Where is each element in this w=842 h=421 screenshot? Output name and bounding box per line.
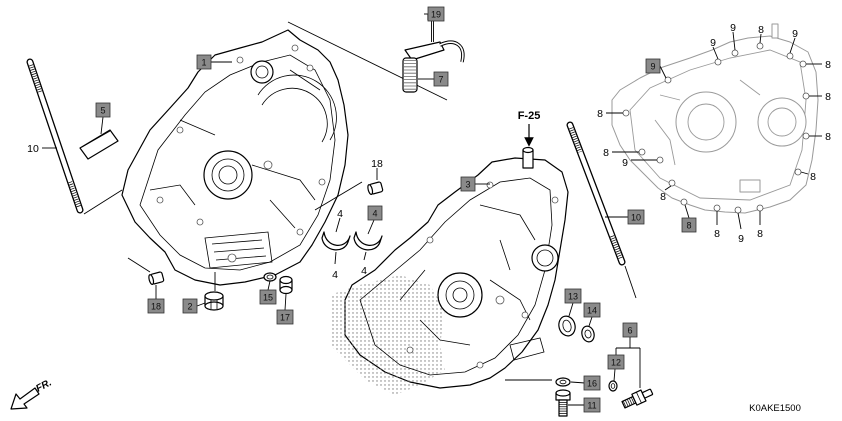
callout-box-10: 10 xyxy=(627,209,645,225)
callout-box-19: 19 xyxy=(427,6,445,22)
callout-box-18: 18 xyxy=(147,298,165,314)
callout-bolt-8-h: 8 xyxy=(660,191,666,203)
callout-box-3: 3 xyxy=(460,176,476,192)
reference-page-label: F-25 xyxy=(518,110,541,122)
sealing-washer xyxy=(263,272,277,282)
left-crankcase-half xyxy=(121,29,349,286)
callout-bolt-8-b: 8 xyxy=(825,59,831,71)
callout-box-8: 8 xyxy=(681,217,697,233)
sensor-assembly xyxy=(402,40,465,93)
callout-number: 1 xyxy=(201,57,206,67)
neutral-switch xyxy=(621,388,654,409)
dowel-pin-lower xyxy=(148,271,165,286)
callout-bolt-9-b: 9 xyxy=(792,28,798,40)
callout-number: 18 xyxy=(151,301,161,311)
callout-number: 2 xyxy=(187,301,192,311)
flange-bolt xyxy=(555,389,571,417)
crankcase-bolt-layout-view xyxy=(611,23,819,214)
callout-stud-left: 10 xyxy=(27,143,39,155)
callout-number: 9 xyxy=(650,61,655,71)
callout-bearing-b: 4 xyxy=(332,269,338,281)
callout-box-16: 16 xyxy=(583,375,601,391)
callout-number: 4 xyxy=(372,208,377,218)
callout-bolt-8-i: 8 xyxy=(714,228,720,240)
stud-bolt-left xyxy=(26,58,84,214)
callout-bearing-a: 4 xyxy=(337,208,343,220)
callout-number: 15 xyxy=(263,292,273,302)
callout-box-14: 14 xyxy=(583,302,601,318)
callout-number: 16 xyxy=(587,378,597,388)
crank-bearing-right xyxy=(353,231,383,251)
callout-box-4: 4 xyxy=(367,205,383,221)
strainer-screen xyxy=(79,129,119,160)
front-arrow-icon xyxy=(10,387,40,410)
callout-box-7: 7 xyxy=(433,71,449,87)
callout-bolt-8-e: 8 xyxy=(810,171,816,183)
collar xyxy=(279,275,293,295)
right-crankcase-half xyxy=(330,146,569,395)
callout-bolt-8-c: 8 xyxy=(825,91,831,103)
callout-bolt-8-d: 8 xyxy=(825,131,831,143)
switch-washer xyxy=(608,380,618,392)
callout-number: 13 xyxy=(568,291,578,301)
callout-bolt-8-a: 8 xyxy=(758,24,764,36)
callout-number: 12 xyxy=(611,357,621,367)
callout-box-11: 11 xyxy=(583,397,601,413)
callout-number: 11 xyxy=(587,400,596,410)
dowel-pin-upper xyxy=(367,181,384,196)
callout-box-9: 9 xyxy=(645,58,661,74)
callout-bolt-8-g: 8 xyxy=(603,147,609,159)
callout-box-12: 12 xyxy=(607,354,625,370)
callout-bolt-8-j: 8 xyxy=(757,228,763,240)
bolt-washer xyxy=(555,377,571,387)
callout-dowel-upper: 18 xyxy=(371,158,383,170)
drain-bolt xyxy=(204,291,224,311)
callout-number: 10 xyxy=(631,212,641,222)
stud-bolt-right xyxy=(566,121,626,266)
callout-number: 8 xyxy=(686,220,691,230)
diagram-code: K0AKE1500 xyxy=(749,403,801,414)
callout-box-5: 5 xyxy=(95,102,111,118)
callout-number: 17 xyxy=(280,312,290,322)
thrust-washer xyxy=(581,325,595,343)
callout-box-2: 2 xyxy=(182,298,198,314)
callout-box-1: 1 xyxy=(196,54,212,70)
callout-number: 3 xyxy=(465,179,470,189)
callout-bolt-9-e: 9 xyxy=(738,233,744,245)
callout-number: 6 xyxy=(627,325,632,335)
front-direction-indicator: FR. xyxy=(10,377,54,410)
callout-box-15: 15 xyxy=(259,289,277,305)
callout-bolt-9-d: 9 xyxy=(622,157,628,169)
front-label: FR. xyxy=(34,377,53,394)
oil-seal xyxy=(558,315,576,337)
callout-bolt-9-c: 9 xyxy=(710,37,716,49)
callout-number: 19 xyxy=(431,9,441,19)
callout-number: 7 xyxy=(438,74,443,84)
callout-number: 14 xyxy=(587,305,597,315)
callout-bolt-9-a: 9 xyxy=(730,22,736,34)
callout-box-13: 13 xyxy=(564,288,582,304)
callout-bolt-8-f: 8 xyxy=(597,108,603,120)
callout-box-6: 6 xyxy=(622,322,638,338)
callout-number: 5 xyxy=(100,105,105,115)
crank-bearing-left xyxy=(321,231,351,251)
callout-bearing-c: 4 xyxy=(361,265,367,277)
callout-box-17: 17 xyxy=(276,309,294,325)
